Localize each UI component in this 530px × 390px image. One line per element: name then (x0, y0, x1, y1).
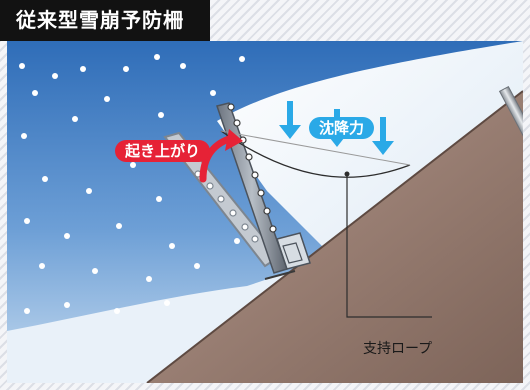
fence-anchor (276, 232, 311, 270)
support-rope-top (220, 130, 411, 178)
scene-illustration (7, 41, 523, 383)
rope-leader-line (346, 174, 432, 318)
rise-up-label: 起き上がり (115, 140, 211, 162)
support-rope-straight (220, 130, 411, 166)
rise-up-arrow-head (225, 129, 243, 151)
snowflakes (19, 54, 245, 314)
settling-force-label: 沈降力 (309, 117, 375, 139)
diagram-title: 従来型雪崩予防柵 (0, 0, 210, 41)
guard-pipe (498, 85, 523, 163)
support-rope-label: 支持ロープ (363, 341, 433, 357)
fence-base-line-2 (264, 270, 296, 280)
slope-edge (146, 90, 523, 383)
diagram-panel: 起き上がり 沈降力 支持ロープ (7, 41, 523, 383)
